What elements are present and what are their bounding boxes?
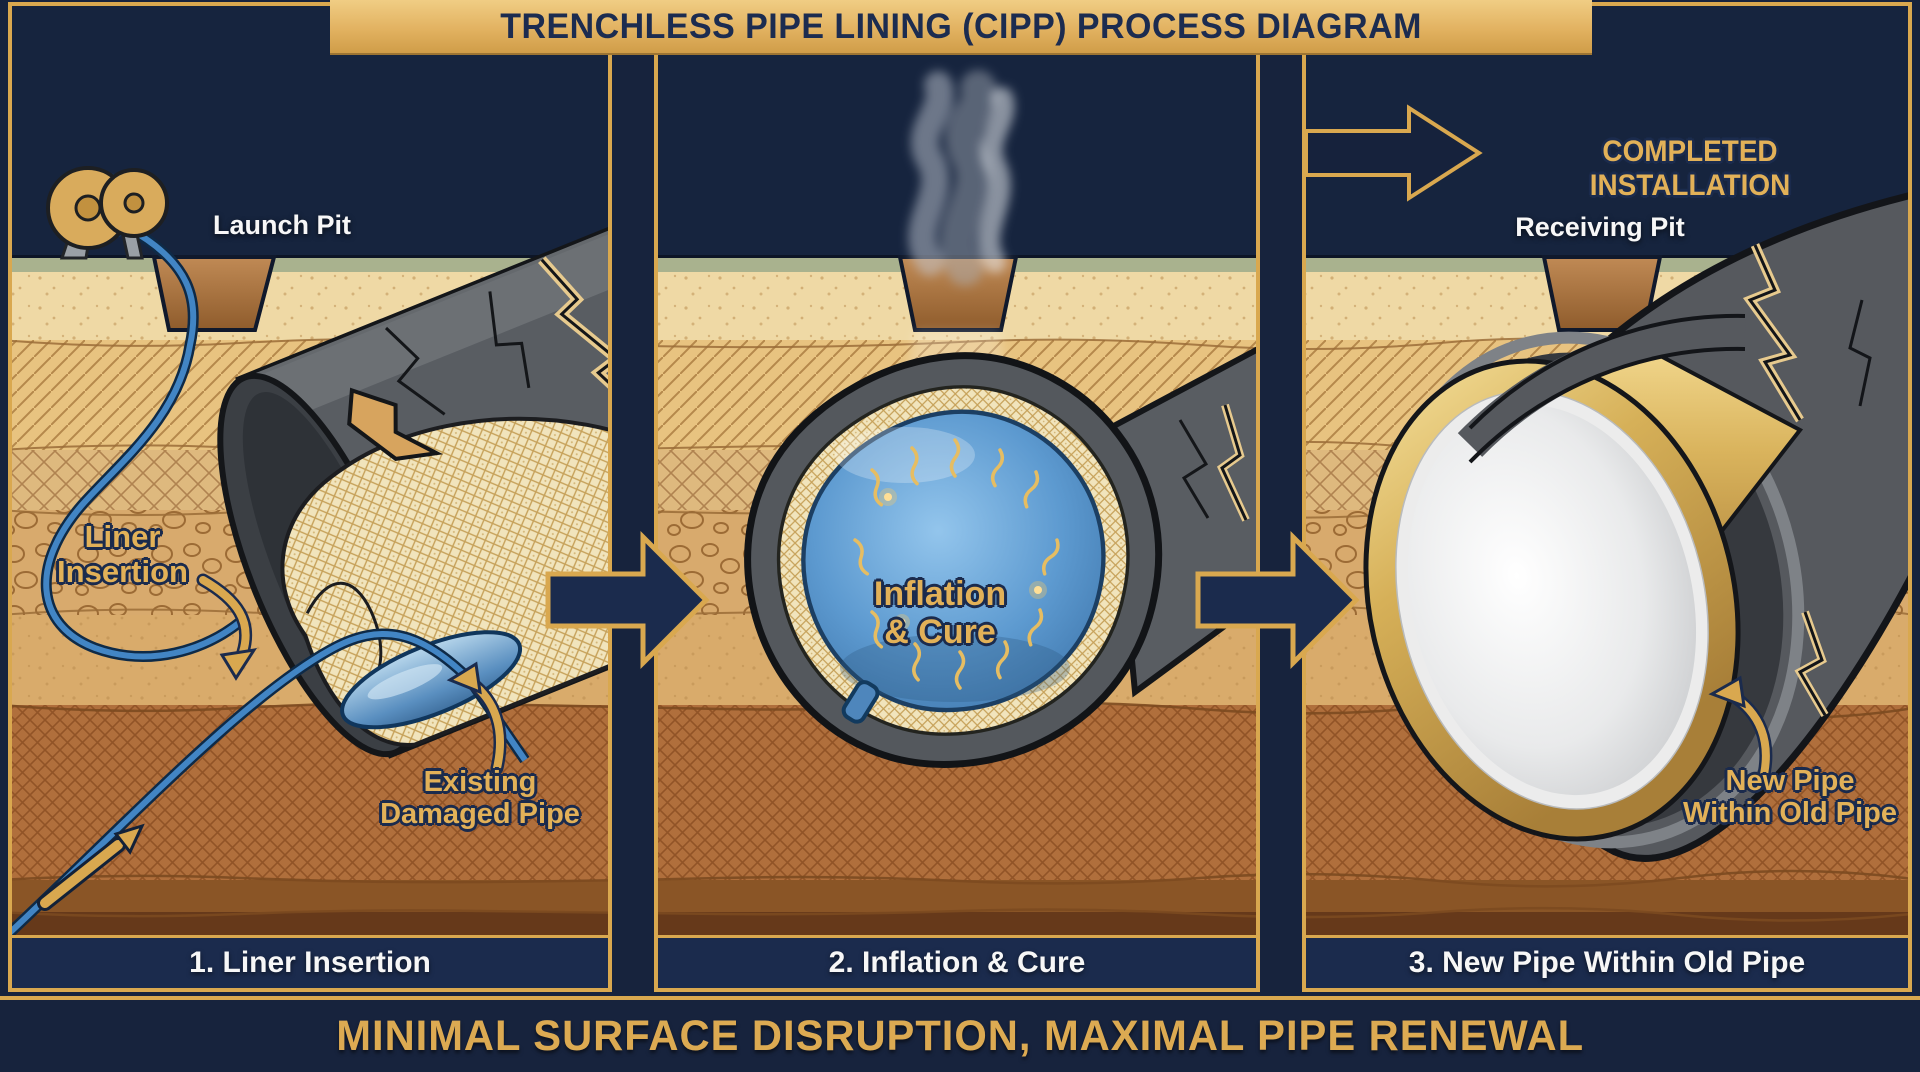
panel-2-caption-bar: 2. Inflation & Cure	[658, 935, 1256, 992]
cure-sparkles	[879, 488, 1047, 630]
launch-pit-label: Launch Pit	[212, 210, 351, 240]
panel-1-scene	[8, 2, 612, 936]
pipe-crack-hole	[347, 387, 444, 461]
new-pipe-line1: New Pipe	[1725, 765, 1855, 797]
liner-insertion-callout-line1: Liner	[84, 519, 161, 554]
inflation-cure-line2: & Cure	[884, 613, 996, 652]
inflation-nozzle	[841, 680, 880, 724]
damaged-pipe-arrow	[446, 661, 507, 775]
pipe-cracks	[384, 256, 612, 425]
old-pipe-cracks	[1742, 243, 1872, 718]
existing-damaged-line2: Damaged Pipe	[380, 798, 580, 831]
new-pipe-callout: New Pipe Within Old Pipe	[1645, 765, 1920, 830]
panel-2-caption: 2. Inflation & Cure	[828, 946, 1086, 979]
panel-3-caption: 3. New Pipe Within Old Pipe	[1408, 946, 1806, 979]
footer-tagline: MINIMAL SURFACE DISRUPTION, MAXIMAL PIPE…	[336, 1011, 1584, 1060]
existing-damaged-line1: Existing	[423, 766, 537, 798]
liner-insertion-callout-line2: Insertion	[57, 553, 188, 589]
liner-insertion-arrow	[196, 573, 258, 681]
flow-arrow-2-icon	[1195, 530, 1360, 670]
panel-1-caption-bar: 1. Liner Insertion	[12, 935, 608, 992]
panel-3-caption-bar: 3. New Pipe Within Old Pipe	[1306, 935, 1908, 992]
inflation-cure-callout: Inflation & Cure	[825, 575, 1055, 651]
receiving-pit-label: Receiving Pit	[1515, 212, 1685, 242]
flow-arrow-1-icon	[545, 530, 710, 670]
page-title: TRENCHLESS PIPE LINING (CIPP) PROCESS DI…	[500, 6, 1422, 46]
panel-3-scene	[1302, 2, 1912, 936]
water-puddle	[340, 630, 523, 730]
spool-cable	[40, 223, 244, 662]
existing-damaged-pipe-callout: Existing Damaged Pipe	[340, 766, 620, 831]
cable-spool-icon	[46, 166, 169, 260]
title-banner: TRENCHLESS PIPE LINING (CIPP) PROCESS DI…	[330, 0, 1592, 55]
liner-insertion-callout: Liner Insertion	[25, 519, 220, 589]
footer-banner: MINIMAL SURFACE DISRUPTION, MAXIMAL PIPE…	[0, 996, 1920, 1072]
curing-liner-balloon	[748, 356, 1159, 765]
completed-installation-label: COMPLETED INSTALLATION	[1589, 135, 1791, 202]
old-pipe-lip	[1457, 313, 1746, 464]
pull-cable	[8, 628, 530, 936]
new-pipe-line2: Within Old Pipe	[1682, 797, 1897, 830]
new-pipe-arrow	[1708, 675, 1773, 790]
existing-damaged-pipe	[217, 198, 612, 759]
inflation-cure-line1: Inflation	[873, 575, 1007, 613]
new-pipe	[1363, 342, 1804, 842]
completed-installation-arrow-icon	[1304, 104, 1483, 202]
panel-1-caption: 1. Liner Insertion	[189, 946, 431, 979]
insertion-direction-arrow	[37, 823, 145, 911]
